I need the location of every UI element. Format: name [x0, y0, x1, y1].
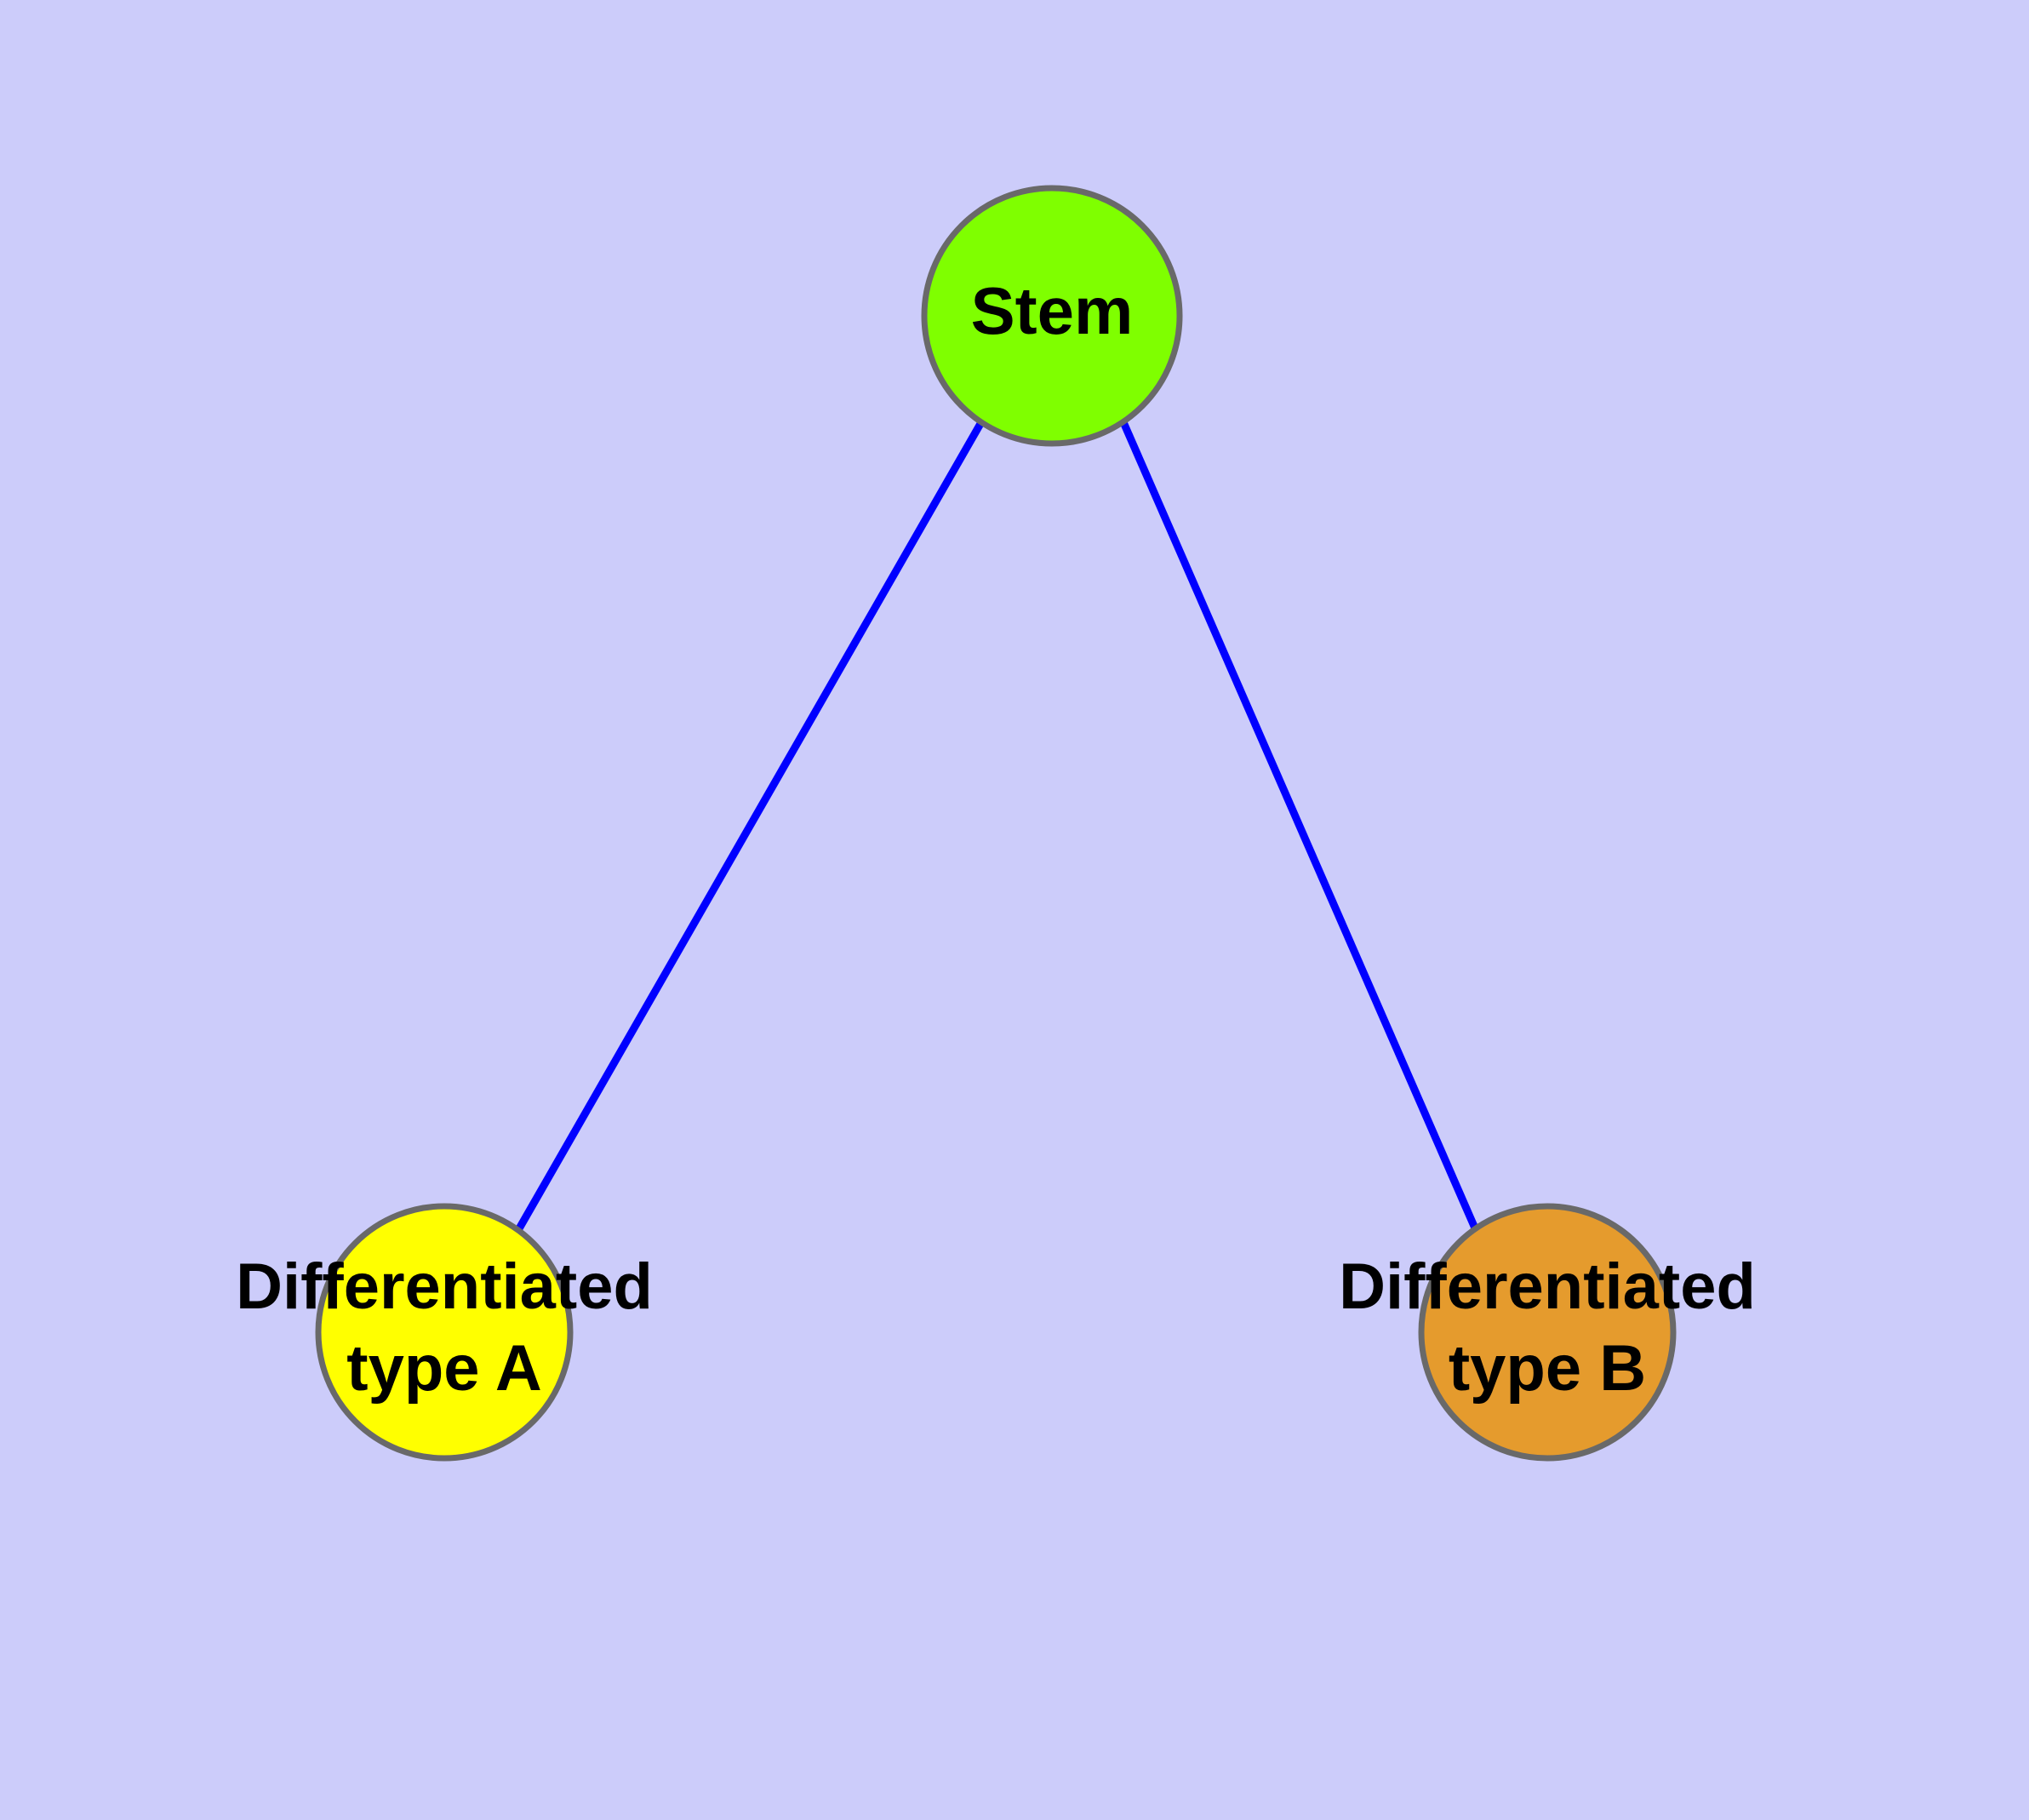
node-label-line: type B — [1449, 1332, 1646, 1405]
node-label-line: type A — [346, 1332, 541, 1405]
node-label-line: Differentiated — [236, 1251, 653, 1323]
edge-stem-to-diff-a[interactable] — [515, 420, 985, 1233]
node-circle-diff_a[interactable] — [315, 1203, 574, 1462]
node-label-stem: Stem — [971, 273, 1134, 348]
edges-layer — [515, 420, 1480, 1233]
edge-stem-to-diff-b[interactable] — [1119, 421, 1480, 1232]
node-label-line: Stem — [971, 273, 1134, 348]
node-label-diff_a: Differentiated type A — [236, 1251, 653, 1405]
nodes-layer — [315, 185, 1677, 1462]
node-circle-diff_b[interactable] — [1418, 1203, 1677, 1462]
node-label-line: Differentiated — [1339, 1251, 1756, 1323]
node-circle-stem[interactable] — [921, 185, 1183, 447]
node-label-diff_b: Differentiated type B — [1339, 1251, 1756, 1405]
